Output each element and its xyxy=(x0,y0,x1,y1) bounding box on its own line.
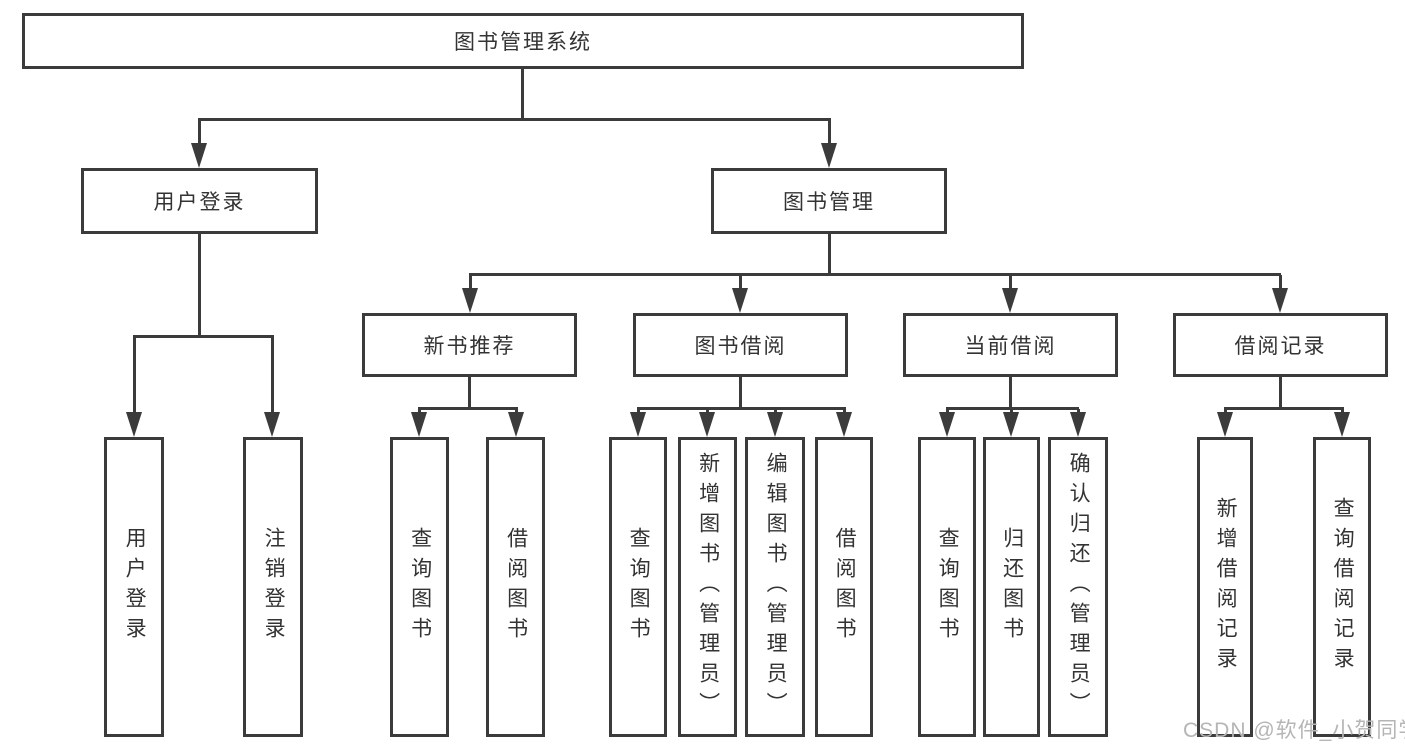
leaf-edit-books-admin-label: 编辑图书（管理员） xyxy=(764,452,788,722)
arrow-down-icon xyxy=(126,412,142,437)
connector-shaft xyxy=(828,120,831,146)
connector-shaft xyxy=(133,337,136,415)
connector-book-mgmt-bar xyxy=(469,273,1281,276)
arrow-down-icon xyxy=(1070,412,1086,437)
arrow-down-icon xyxy=(732,288,748,313)
leaf-return-books: 归还图书 xyxy=(983,437,1040,737)
node-library-system: 图书管理系统 xyxy=(22,13,1024,69)
leaf-user-login-label: 用户登录 xyxy=(123,527,147,647)
leaf-logout: 注销登录 xyxy=(243,437,303,737)
connector-shaft xyxy=(739,275,742,290)
connector-shaft xyxy=(1279,275,1282,290)
leaf-borrowing-borrow-books-label: 借阅图书 xyxy=(833,527,857,647)
connector-shaft xyxy=(271,337,274,415)
connector-borrow-records-bar xyxy=(1224,407,1344,410)
leaf-confirm-return-admin: 确认归还（管理员） xyxy=(1048,437,1108,737)
leaf-return-books-label: 归还图书 xyxy=(1000,527,1024,647)
arrow-down-icon xyxy=(1003,412,1019,437)
leaf-add-books-admin-label: 新增图书（管理员） xyxy=(696,452,720,722)
connector-shaft xyxy=(198,120,201,146)
node-book-borrowing-label: 图书借阅 xyxy=(694,335,787,358)
arrow-down-icon xyxy=(508,412,524,437)
node-current-borrowing: 当前借阅 xyxy=(903,313,1118,377)
leaf-edit-books-admin: 编辑图书（管理员） xyxy=(745,437,805,737)
connector-book-borrow-stem xyxy=(739,377,742,407)
connector-shaft xyxy=(469,275,472,290)
node-borrow-records: 借阅记录 xyxy=(1173,313,1388,377)
leaf-current-query-books-label: 查询图书 xyxy=(936,527,960,647)
leaf-recommend-borrow-books: 借阅图书 xyxy=(486,437,545,737)
connector-shaft xyxy=(1009,275,1012,290)
leaf-query-borrow-record: 查询借阅记录 xyxy=(1313,437,1371,737)
arrow-down-icon xyxy=(1217,412,1233,437)
arrow-down-icon xyxy=(1002,288,1018,313)
arrow-down-icon xyxy=(1334,412,1350,437)
arrow-down-icon xyxy=(699,412,715,437)
connector-user-login-bar xyxy=(133,335,274,338)
connector-current-borrow-stem xyxy=(1009,377,1012,407)
node-book-borrowing: 图书借阅 xyxy=(633,313,848,377)
leaf-current-query-books: 查询图书 xyxy=(918,437,976,737)
leaf-recommend-query-books-label: 查询图书 xyxy=(408,527,432,647)
connector-user-login-stem xyxy=(198,234,201,335)
node-user-login: 用户登录 xyxy=(81,168,318,234)
leaf-add-books-admin: 新增图书（管理员） xyxy=(678,437,737,737)
node-book-management-label: 图书管理 xyxy=(783,191,875,214)
arrow-down-icon xyxy=(264,412,280,437)
node-borrow-records-label: 借阅记录 xyxy=(1234,335,1327,358)
node-current-borrowing-label: 当前借阅 xyxy=(964,335,1057,358)
leaf-borrowing-borrow-books: 借阅图书 xyxy=(815,437,873,737)
leaf-logout-label: 注销登录 xyxy=(262,527,286,647)
leaf-borrowing-query-books: 查询图书 xyxy=(609,437,667,737)
leaf-confirm-return-admin-label: 确认归还（管理员） xyxy=(1067,452,1091,722)
node-new-book-recommend-label: 新书推荐 xyxy=(423,335,516,358)
arrow-down-icon xyxy=(939,412,955,437)
node-book-management: 图书管理 xyxy=(711,168,947,234)
arrow-down-icon xyxy=(191,143,207,168)
connector-book-mgmt-stem xyxy=(828,234,831,273)
connector-root-stem xyxy=(521,69,524,118)
node-library-system-label: 图书管理系统 xyxy=(454,31,592,54)
arrow-down-icon xyxy=(1272,288,1288,313)
arrow-down-icon xyxy=(411,412,427,437)
arrow-down-icon xyxy=(821,143,837,168)
arrow-down-icon xyxy=(767,412,783,437)
connector-root-bar xyxy=(198,118,831,121)
arrow-down-icon xyxy=(836,412,852,437)
leaf-add-borrow-record-label: 新增借阅记录 xyxy=(1214,497,1238,677)
leaf-recommend-query-books: 查询图书 xyxy=(390,437,449,737)
leaf-user-login: 用户登录 xyxy=(104,437,164,737)
leaf-recommend-borrow-books-label: 借阅图书 xyxy=(504,527,528,647)
leaf-add-borrow-record: 新增借阅记录 xyxy=(1197,437,1253,737)
node-new-book-recommend: 新书推荐 xyxy=(362,313,577,377)
arrow-down-icon xyxy=(630,412,646,437)
connector-new-book-bar xyxy=(418,407,518,410)
leaf-query-borrow-record-label: 查询借阅记录 xyxy=(1331,497,1355,677)
connector-new-book-stem xyxy=(468,377,471,407)
leaf-borrowing-query-books-label: 查询图书 xyxy=(627,527,651,647)
node-user-login-label: 用户登录 xyxy=(153,191,246,214)
connector-current-borrow-bar xyxy=(946,407,1079,410)
connector-borrow-records-stem xyxy=(1279,377,1282,407)
connector-book-borrow-bar xyxy=(637,407,846,410)
csdn-watermark: CSDN @软件_小贺同学 xyxy=(1183,719,1405,742)
arrow-down-icon xyxy=(462,288,478,313)
